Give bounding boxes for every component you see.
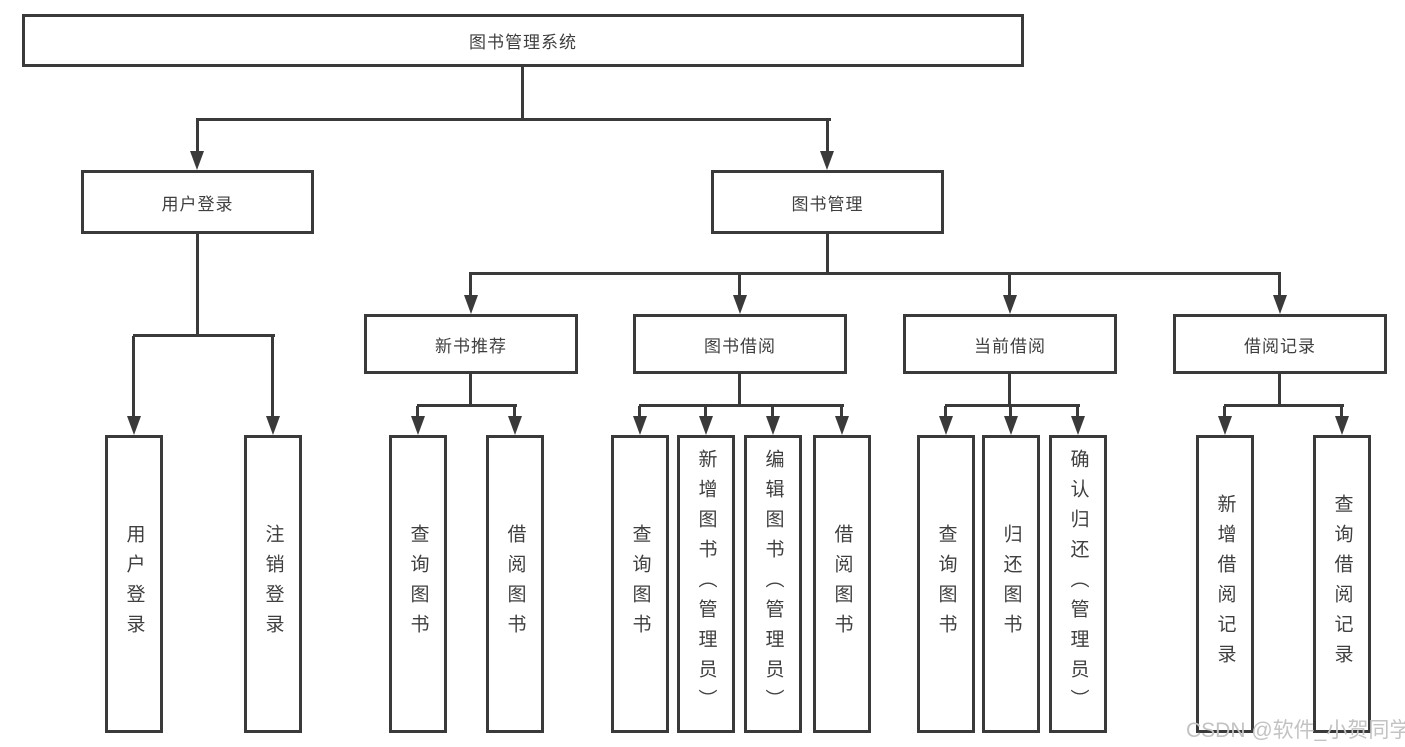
node-query-borrow-record-leaf: 查询借阅记录 (1313, 435, 1371, 733)
connector-line (944, 406, 947, 417)
connector-line (704, 406, 707, 417)
arrow-down-icon (939, 416, 953, 435)
connector-line (1009, 406, 1012, 417)
leaf-label: 确认归还（管理员） (1067, 449, 1089, 719)
connector-line (638, 406, 641, 417)
csdn-watermark: CSDN @软件_小贺同学 (1186, 719, 1405, 742)
node-borrow-books-leaf: 借阅图书 (813, 435, 871, 733)
leaf-label: 注销登录 (262, 524, 284, 644)
connector-line (1008, 274, 1011, 296)
connector-line (1278, 374, 1281, 406)
arrow-down-icon (1004, 416, 1018, 435)
connector-line (1340, 406, 1343, 417)
node-query-books-leaf: 查询图书 (917, 435, 975, 733)
connector-line (1076, 406, 1079, 417)
node-user-login-branch: 用户登录 (81, 170, 314, 234)
connector-line (738, 274, 741, 296)
arrow-down-icon (1335, 416, 1349, 435)
node-query-books-leaf: 查询图书 (389, 435, 447, 733)
leaf-label: 借阅图书 (831, 524, 853, 644)
arrow-down-icon (1071, 416, 1085, 435)
node-borrow-books-leaf: 借阅图书 (486, 435, 544, 733)
connector-line (738, 374, 741, 406)
arrow-down-icon (699, 416, 713, 435)
connector-line (1278, 274, 1281, 296)
arrow-down-icon (464, 295, 478, 314)
node-borrowing-records: 借阅记录 (1173, 314, 1387, 374)
arrow-down-icon (190, 151, 204, 170)
connector-line (196, 234, 199, 336)
arrow-down-icon (266, 416, 280, 435)
connector-line (196, 118, 831, 121)
node-library-management-system: 图书管理系统 (22, 14, 1024, 67)
connector-line (469, 374, 472, 406)
arrow-down-icon (411, 416, 425, 435)
connector-line (945, 404, 1080, 407)
connector-line (196, 120, 199, 153)
arrow-down-icon (733, 295, 747, 314)
arrow-down-icon (1218, 416, 1232, 435)
node-new-book-recommendation: 新书推荐 (364, 314, 578, 374)
leaf-label: 查询借阅记录 (1331, 494, 1353, 674)
node-current-borrowing: 当前借阅 (903, 314, 1117, 374)
connector-line (771, 406, 774, 417)
arrow-down-icon (1273, 295, 1287, 314)
leaf-label: 新增借阅记录 (1214, 494, 1236, 674)
arrow-down-icon (633, 416, 647, 435)
connector-line (840, 406, 843, 417)
node-edit-books-admin-leaf: 编辑图书（管理员） (744, 435, 802, 733)
node-book-borrowing: 图书借阅 (633, 314, 847, 374)
leaf-label: 查询图书 (935, 524, 957, 644)
connector-line (521, 67, 524, 119)
leaf-label: 查询图书 (629, 524, 651, 644)
leaf-label: 新增图书（管理员） (695, 449, 717, 719)
connector-line (417, 404, 517, 407)
arrow-down-icon (1003, 295, 1017, 314)
node-query-books-leaf: 查询图书 (611, 435, 669, 733)
connector-line (826, 234, 829, 274)
node-user-login-leaf: 用户登录 (105, 435, 163, 733)
node-book-management-branch: 图书管理 (711, 170, 944, 234)
arrow-down-icon (820, 151, 834, 170)
connector-line (1223, 406, 1226, 417)
connector-line (639, 404, 844, 407)
arrow-down-icon (127, 416, 141, 435)
node-logout-leaf: 注销登录 (244, 435, 302, 733)
connector-line (513, 406, 516, 417)
connector-line (132, 336, 135, 417)
arrow-down-icon (766, 416, 780, 435)
connector-line (469, 274, 472, 296)
connector-line (826, 120, 829, 153)
leaf-label: 归还图书 (1000, 524, 1022, 644)
leaf-label: 查询图书 (407, 524, 429, 644)
connector-line (1224, 404, 1344, 407)
arrow-down-icon (508, 416, 522, 435)
node-add-borrow-record-leaf: 新增借阅记录 (1196, 435, 1254, 733)
leaf-label: 用户登录 (123, 524, 145, 644)
connector-line (416, 406, 419, 417)
connector-line (271, 336, 274, 417)
leaf-label: 借阅图书 (504, 524, 526, 644)
node-confirm-return-admin-leaf: 确认归还（管理员） (1049, 435, 1107, 733)
connector-line (133, 334, 275, 337)
leaf-label: 编辑图书（管理员） (762, 449, 784, 719)
node-return-books-leaf: 归还图书 (982, 435, 1040, 733)
arrow-down-icon (835, 416, 849, 435)
connector-line (1008, 374, 1011, 406)
node-add-books-admin-leaf: 新增图书（管理员） (677, 435, 735, 733)
connector-line (469, 272, 1281, 275)
